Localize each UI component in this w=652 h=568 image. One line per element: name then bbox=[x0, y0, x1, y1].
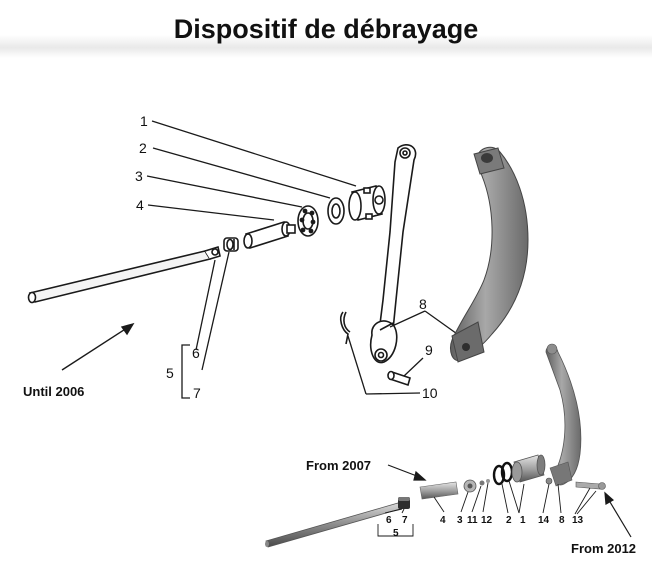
old-bush bbox=[223, 237, 239, 252]
new-label-13: 13 bbox=[572, 515, 584, 526]
new-release-lever bbox=[545, 343, 582, 487]
new-push-rod bbox=[265, 502, 401, 548]
new-part-11 bbox=[479, 480, 485, 486]
new-part-12 bbox=[486, 479, 490, 483]
old-label-7: 7 bbox=[193, 385, 201, 401]
new-label-3: 3 bbox=[457, 515, 463, 526]
new-label-4: 4 bbox=[440, 515, 446, 526]
old-bearing bbox=[297, 205, 319, 237]
old-plunger bbox=[243, 220, 296, 250]
old-label-9: 9 bbox=[425, 342, 433, 358]
old-label-1: 1 bbox=[140, 113, 148, 129]
until-arrow bbox=[61, 322, 135, 371]
old-release-lever bbox=[369, 144, 417, 364]
photo-release-arm bbox=[449, 146, 529, 363]
new-sleeve bbox=[419, 481, 459, 500]
new-assembly bbox=[265, 343, 606, 548]
new-o-rings bbox=[492, 461, 514, 486]
old-washer bbox=[327, 197, 345, 225]
from-2012-arrow bbox=[604, 491, 632, 538]
old-label-4: 4 bbox=[136, 197, 144, 213]
new-label-5: 5 bbox=[393, 528, 399, 539]
old-thrust-unit bbox=[348, 185, 386, 221]
new-pin bbox=[575, 481, 606, 490]
old-push-rod bbox=[27, 245, 221, 304]
new-label-12: 12 bbox=[481, 515, 493, 526]
old-assembly bbox=[27, 144, 417, 387]
old-label-8: 8 bbox=[419, 296, 427, 312]
old-label-5: 5 bbox=[166, 365, 174, 381]
new-label-6: 6 bbox=[386, 515, 392, 526]
old-label-6: 6 bbox=[192, 345, 200, 361]
old-label-2: 2 bbox=[139, 140, 147, 156]
caption-from-2012: From 2012 bbox=[571, 541, 636, 556]
old-leader-lines bbox=[146, 120, 461, 399]
page-title: Dispositif de débrayage bbox=[173, 14, 479, 44]
new-label-1: 1 bbox=[520, 515, 526, 526]
old-label-3: 3 bbox=[135, 168, 143, 184]
new-cylinder bbox=[511, 454, 546, 483]
new-bush bbox=[398, 497, 410, 509]
new-leader-lines bbox=[377, 480, 597, 537]
new-label-14: 14 bbox=[538, 515, 550, 526]
from-2007-arrow bbox=[387, 464, 427, 481]
new-label-2: 2 bbox=[506, 515, 512, 526]
title-band bbox=[0, 0, 652, 58]
new-label-7: 7 bbox=[402, 515, 408, 526]
new-label-11: 11 bbox=[467, 515, 478, 526]
caption-until-2006: Until 2006 bbox=[23, 384, 84, 399]
new-part-14 bbox=[545, 477, 553, 485]
old-clip bbox=[340, 311, 351, 345]
caption-from-2007: From 2007 bbox=[306, 458, 371, 473]
new-label-8: 8 bbox=[559, 515, 565, 526]
new-bearing bbox=[463, 479, 477, 493]
old-label-10: 10 bbox=[422, 385, 438, 401]
